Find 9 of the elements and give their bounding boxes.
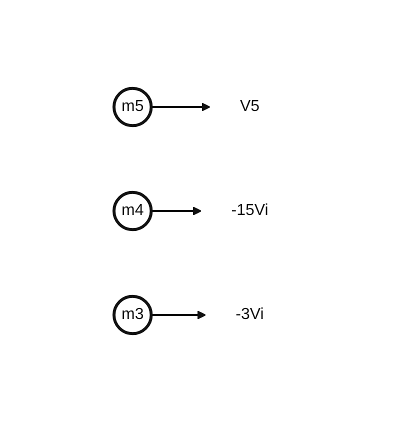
arrow <box>152 102 211 111</box>
node-text: V5 <box>240 98 260 114</box>
node-text: -15Vi <box>232 202 269 218</box>
arrow <box>152 310 206 319</box>
node-text: -3Vi <box>236 306 264 322</box>
node-circle: m3 <box>112 294 154 335</box>
arrow <box>152 206 202 215</box>
node-circle: m4 <box>112 190 154 231</box>
node-circle: m5 <box>112 86 154 127</box>
